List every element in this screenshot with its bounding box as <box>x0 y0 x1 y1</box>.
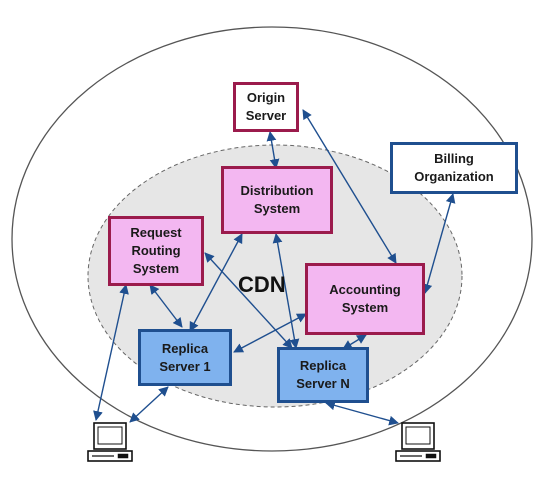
distribution-system-label: Distribution System <box>240 183 314 216</box>
arrow-accounting-replicaN <box>342 334 367 350</box>
billing-organization-node: Billing Organization <box>390 142 518 194</box>
request-routing-label: Request Routing System <box>130 225 182 276</box>
replica-server-1-label: Replica Server 1 <box>159 340 211 374</box>
arrow-client-routing <box>93 284 129 421</box>
arrow-billing-accounting <box>422 193 456 294</box>
arrow-client-replica1 <box>129 386 169 423</box>
arrow-origin-accounting <box>302 109 397 264</box>
arrow-client-replicaN <box>325 400 399 426</box>
distribution-system-node: Distribution System <box>221 166 333 234</box>
computer-icon <box>395 422 441 462</box>
billing-organization-label: Billing Organization <box>414 151 494 184</box>
origin-server-node: Origin Server <box>233 82 299 132</box>
replica-server-n-label: Replica Server N <box>296 358 350 391</box>
replica-server-n-node: Replica Server N <box>277 347 369 403</box>
accounting-system-label: Accounting System <box>329 282 401 315</box>
replica-server-1-node: Replica Server 1 <box>138 329 232 386</box>
arrow-origin-distribution <box>266 131 280 169</box>
arrow-accounting-replica1 <box>233 313 307 353</box>
computer-icon <box>87 422 133 462</box>
origin-server-label: Origin Server <box>245 90 287 123</box>
cdn-label: CDN <box>238 272 286 297</box>
accounting-system-node: Accounting System <box>305 263 425 335</box>
request-routing-node: Request Routing System <box>108 216 204 286</box>
arrow-routing-replica1 <box>149 284 183 328</box>
